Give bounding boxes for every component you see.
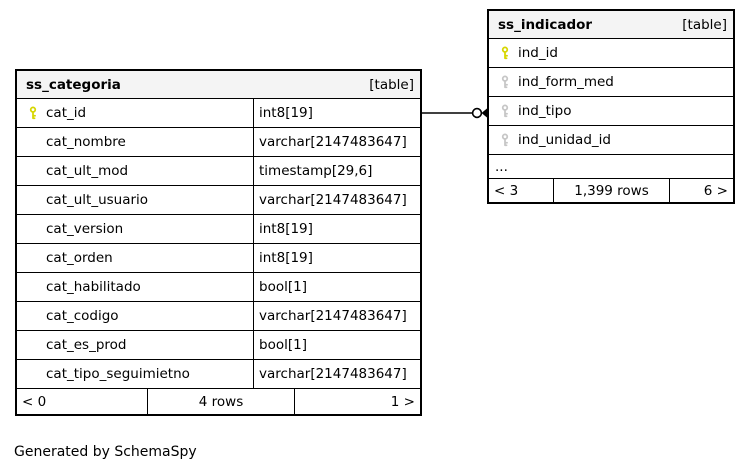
connector-arrowhead [481, 107, 489, 119]
column-row: ind_unidad_id [489, 126, 733, 155]
key-icon-placeholder [25, 164, 40, 179]
table-header[interactable]: ss_indicador [table] [489, 11, 733, 39]
column-rows: cat_id int8[19] cat_nombre varchar[21474836… [17, 99, 420, 389]
column-name: cat_version [46, 221, 124, 237]
column-name: ind_form_med [518, 74, 614, 90]
column-name-cell: cat_version [17, 215, 253, 243]
key-icon-placeholder [25, 367, 40, 382]
key-icon-placeholder [25, 193, 40, 208]
column-row: cat_habilitado bool[1] [17, 273, 420, 302]
column-row: ind_tipo [489, 97, 733, 126]
column-row: cat_nombre varchar[2147483647] [17, 128, 420, 157]
footer-parent-count: < 0 [22, 393, 47, 410]
column-row: ind_form_med [489, 68, 733, 97]
key-icon-placeholder [25, 280, 40, 295]
column-type: timestamp[29,6] [253, 157, 420, 185]
column-name-cell: cat_ult_usuario [17, 186, 253, 214]
column-type: varchar[2147483647] [253, 186, 420, 214]
column-row: cat_es_prod bool[1] [17, 331, 420, 360]
table-name[interactable]: ss_categoria [26, 76, 121, 93]
table-name[interactable]: ss_indicador [498, 16, 593, 33]
column-type: varchar[2147483647] [253, 360, 420, 388]
column-type: int8[19] [253, 215, 420, 243]
column-name: cat_orden [46, 250, 113, 266]
column-type: varchar[2147483647] [253, 302, 420, 330]
key-icon-placeholder [25, 135, 40, 150]
footer-child-count: 1 > [390, 393, 415, 410]
column-name-cell: cat_orden [17, 244, 253, 272]
generated-by-label: Generated by SchemaSpy [14, 444, 197, 460]
column-type: varchar[2147483647] [253, 128, 420, 156]
column-name-cell: ... [489, 155, 733, 178]
key-icon-placeholder [25, 222, 40, 237]
key-icon-placeholder [25, 338, 40, 353]
connector-circle [471, 107, 483, 119]
footer-parent-count: < 3 [494, 182, 519, 199]
column-name-cell: cat_es_prod [17, 331, 253, 359]
footer-child-count: 6 > [703, 182, 728, 199]
column-name-cell: ind_unidad_id [489, 126, 733, 154]
column-row: cat_orden int8[19] [17, 244, 420, 273]
table-type-tag: [table] [369, 76, 414, 93]
column-name: cat_habilitado [46, 279, 141, 295]
column-row: cat_ult_usuario varchar[2147483647] [17, 186, 420, 215]
column-name-cell: cat_ult_mod [17, 157, 253, 185]
column-row: cat_codigo varchar[2147483647] [17, 302, 420, 331]
table-type-tag: [table] [682, 16, 727, 33]
column-name: cat_es_prod [46, 337, 127, 353]
column-row: ind_id [489, 39, 733, 68]
footer-row-count: 1,399 rows [553, 179, 670, 202]
index-key-icon [497, 75, 512, 90]
column-name: ind_id [518, 45, 558, 61]
column-name-cell: ind_form_med [489, 68, 733, 96]
column-name-cell: cat_id [17, 99, 253, 127]
column-type: int8[19] [253, 99, 420, 127]
table-footer: < 0 4 rows 1 > [17, 389, 420, 414]
primary-key-icon [25, 106, 40, 121]
column-name-cell: cat_codigo [17, 302, 253, 330]
index-key-icon [497, 104, 512, 119]
column-name: cat_nombre [46, 134, 126, 150]
column-type: bool[1] [253, 273, 420, 301]
column-row: cat_tipo_seguimietno varchar[2147483647] [17, 360, 420, 389]
column-type: bool[1] [253, 331, 420, 359]
column-name: cat_id [46, 105, 87, 121]
column-name-cell: ind_tipo [489, 97, 733, 125]
column-row: cat_version int8[19] [17, 215, 420, 244]
column-name-cell: cat_habilitado [17, 273, 253, 301]
column-row: cat_id int8[19] [17, 99, 420, 128]
column-row: cat_ult_mod timestamp[29,6] [17, 157, 420, 186]
key-icon-placeholder [25, 251, 40, 266]
column-name: cat_ult_usuario [46, 192, 149, 208]
column-name: cat_codigo [46, 308, 119, 324]
primary-key-icon [497, 46, 512, 61]
table-header[interactable]: ss_categoria [table] [17, 71, 420, 99]
column-name: ind_unidad_id [518, 132, 611, 148]
column-name-cell: cat_tipo_seguimietno [17, 360, 253, 388]
footer-row-count: 4 rows [147, 389, 295, 414]
column-name: ... [495, 158, 508, 175]
index-key-icon [497, 133, 512, 148]
column-name: cat_ult_mod [46, 163, 129, 179]
column-name: ind_tipo [518, 103, 572, 119]
table-footer: < 3 1,399 rows 6 > [489, 179, 733, 202]
more-columns-row: ... [489, 155, 733, 179]
column-name-cell: cat_nombre [17, 128, 253, 156]
column-type: int8[19] [253, 244, 420, 272]
column-rows: ind_id ind_form_med ind_tipo ind_unidad_id.… [489, 39, 733, 179]
column-name: cat_tipo_seguimietno [46, 366, 190, 382]
fk-connector [422, 107, 489, 119]
column-name-cell: ind_id [489, 39, 733, 67]
key-icon-placeholder [25, 309, 40, 324]
